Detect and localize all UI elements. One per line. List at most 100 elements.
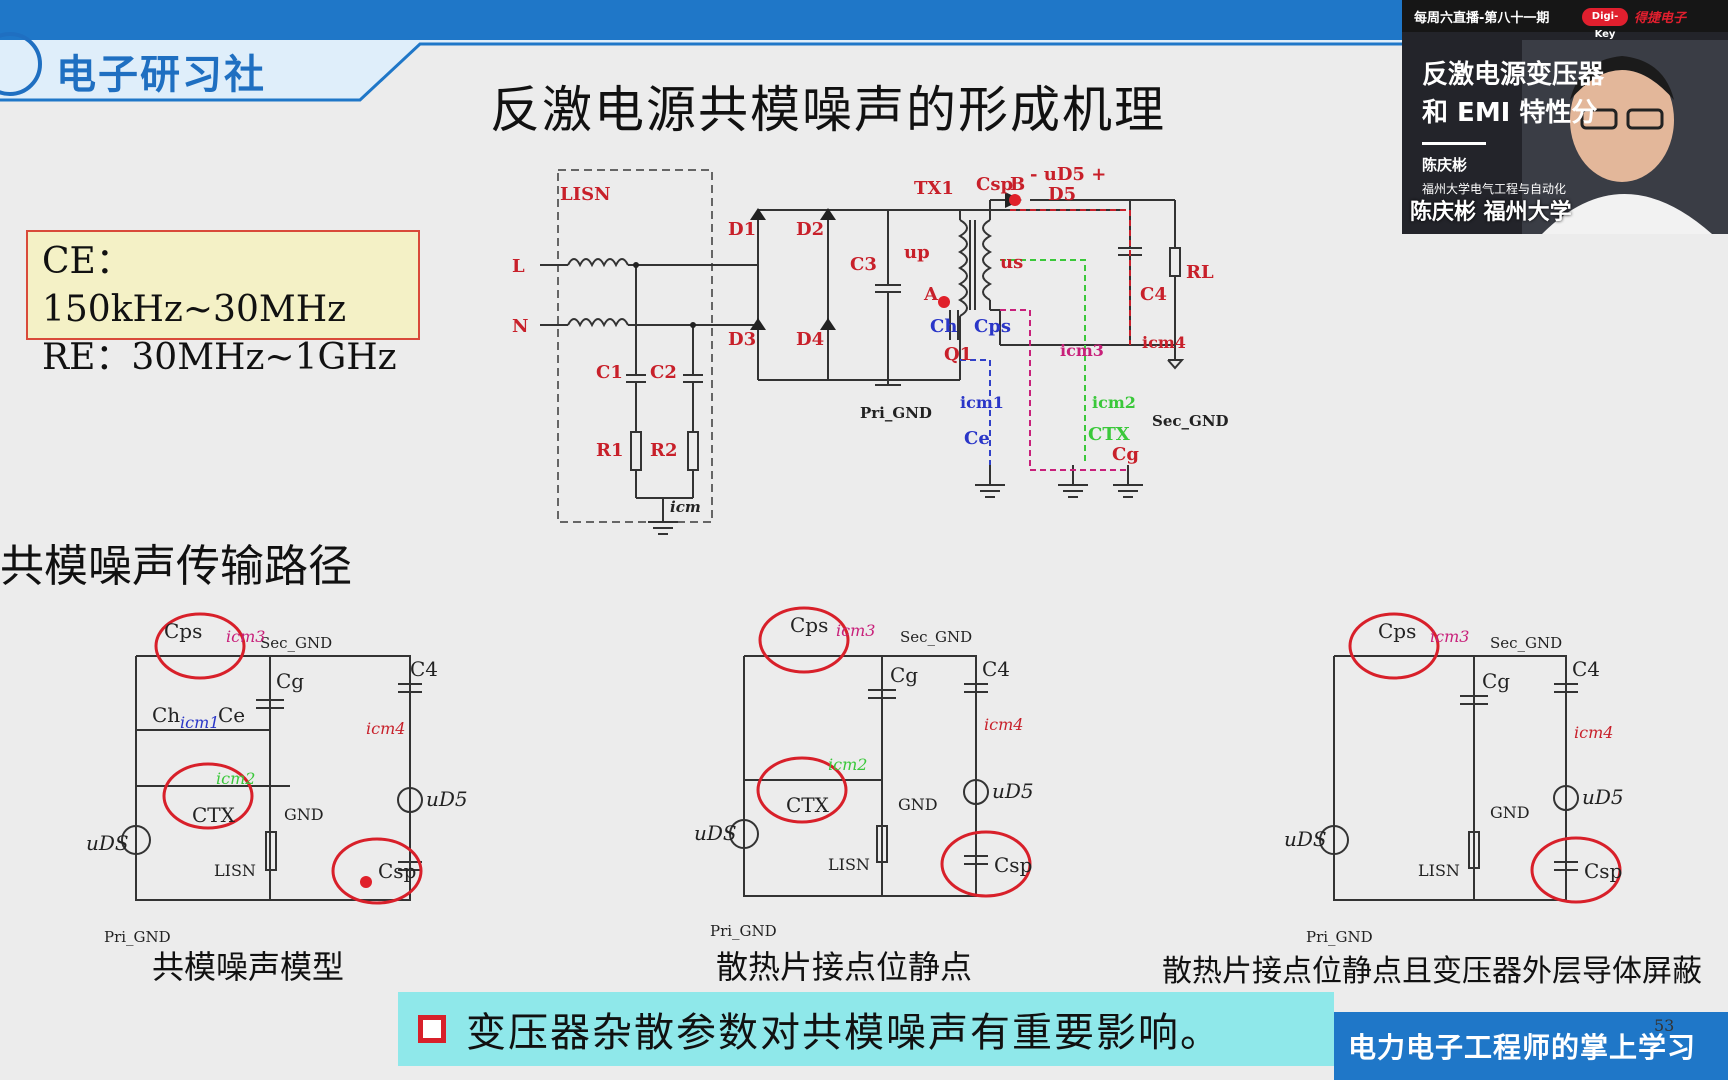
svg-text:GND: GND: [898, 795, 938, 814]
standards-box: CE：150kHz~30MHz RE：30MHz~1GHz: [26, 230, 420, 378]
key-note-bar: 变压器杂散参数对共模噪声有重要影响。: [398, 992, 1334, 1066]
svg-text:C4: C4: [1572, 657, 1600, 681]
svg-text:D4: D4: [796, 329, 824, 350]
svg-text:icm2: icm2: [1092, 393, 1136, 412]
transformer-secondary: [982, 219, 993, 301]
svg-text:uDS: uDS: [1284, 827, 1327, 851]
highlight-csp: [331, 837, 423, 905]
svg-text:icm3: icm3: [226, 627, 265, 646]
lisn-box: [557, 169, 713, 523]
header-line: [0, 42, 1420, 102]
bullet-square-icon: [418, 1015, 446, 1043]
svg-text:Pri_GND: Pri_GND: [1306, 928, 1373, 946]
svg-text:Ce: Ce: [218, 703, 245, 727]
svg-text:N: N: [512, 316, 528, 337]
flyback-circuit-diagram: LISN L N D1 D2 D3 D4 C1 C2 R1 R2 C3 TX1 …: [512, 164, 1229, 535]
svg-text:Sec_GND: Sec_GND: [900, 628, 972, 646]
slide-title: 反激电源共模噪声的形成机理: [490, 81, 1166, 139]
svg-text:icm4: icm4: [984, 715, 1023, 734]
cm-noise-model-diagram: Cps Cg C4 Ch Ce CTX GND LISN uDS uD5 Csp…: [86, 612, 468, 946]
svg-text:D3: D3: [728, 329, 756, 350]
svg-text:Q1: Q1: [944, 344, 972, 365]
logo-text: 电子研习社: [56, 52, 266, 98]
svg-text:GND: GND: [284, 805, 324, 824]
icm2-path: [1000, 259, 1086, 465]
standard-ce: CE：150kHz~30MHz: [42, 241, 347, 330]
svg-text:Cps: Cps: [790, 613, 828, 637]
svg-text:icm3: icm3: [836, 621, 875, 640]
svg-text:CTX: CTX: [786, 793, 830, 817]
svg-text:C4: C4: [410, 657, 438, 681]
live-label: 每周六直播-第八十一期: [1414, 11, 1550, 26]
svg-text:uD5: uD5: [1582, 785, 1624, 809]
svg-text:C3: C3: [850, 254, 877, 275]
inductor-l: [567, 258, 629, 268]
node-b: [1009, 194, 1021, 206]
svg-text:Ch: Ch: [152, 703, 180, 727]
svg-text:Ce: Ce: [964, 428, 990, 449]
caption-heatsink-shielded: 散热片接点位静点且变压器外层导体屏蔽: [1162, 954, 1702, 989]
svg-text:D1: D1: [728, 219, 756, 240]
svg-text:CTX: CTX: [1088, 424, 1130, 445]
svg-text:A: A: [923, 284, 939, 305]
brand-name: 得捷电子: [1634, 11, 1687, 26]
svg-text:Cg: Cg: [1482, 669, 1510, 693]
icm3-path: [1000, 309, 1128, 471]
svg-text:Cg: Cg: [1112, 444, 1139, 465]
svg-text:Cps: Cps: [1378, 619, 1416, 643]
webcam-title: 反激电源变压器 和 EMI 特性分: [1422, 60, 1605, 128]
svg-text:uDS: uDS: [86, 831, 129, 855]
svg-text:icm2: icm2: [216, 769, 255, 788]
svg-text:C2: C2: [650, 362, 677, 383]
svg-text:icm3: icm3: [1430, 627, 1469, 646]
svg-text:R2: R2: [650, 440, 677, 461]
diode-d4: [820, 318, 836, 330]
svg-text:Sec_GND: Sec_GND: [1490, 634, 1562, 652]
diode-d2: [820, 208, 836, 220]
diode-d3: [750, 318, 766, 330]
icm1-path: [960, 359, 991, 465]
cursor-dot: [360, 876, 372, 888]
transformer-primary: [957, 219, 968, 317]
standard-re: RE：30MHz~1GHz: [42, 337, 397, 378]
svg-text:Csp: Csp: [976, 174, 1013, 195]
svg-text:Pri_GND: Pri_GND: [710, 922, 777, 940]
svg-text:R1: R1: [596, 440, 623, 461]
header-light-band: [0, 40, 1420, 100]
svg-text:LISN: LISN: [828, 855, 870, 874]
footer-text: 电力电子工程师的掌上学习: [1348, 1031, 1697, 1064]
svg-text:Csp: Csp: [1584, 859, 1622, 883]
svg-text:C1: C1: [596, 362, 623, 383]
highlight-cps: [154, 612, 246, 680]
section-title: 共模噪声传输路径: [0, 541, 352, 592]
webcam-separator: [1422, 142, 1486, 145]
caption-heatsink-static: 散热片接点位静点: [716, 948, 973, 986]
svg-text:Ch: Ch: [930, 316, 957, 337]
svg-text:C4: C4: [1140, 284, 1167, 305]
svg-text:L: L: [512, 256, 525, 277]
svg-text:Pri_GND: Pri_GND: [860, 404, 932, 422]
heatsink-shielded-diagram: Cps Cg C4 GND LISN uDS uD5 Csp Sec_GND P…: [1284, 612, 1624, 946]
digikey-logo: Digi-Key: [1582, 8, 1628, 40]
inductor-n: [567, 318, 629, 328]
svg-text:LISN: LISN: [1418, 861, 1460, 880]
svg-text:TX1: TX1: [914, 178, 954, 199]
svg-text:- uD5 +: - uD5 +: [1030, 164, 1106, 185]
webcam-top-bar: [1402, 0, 1728, 32]
header-blue-strip: [0, 0, 1420, 40]
svg-text:icm: icm: [670, 498, 701, 516]
webcam-overlay: 每周六直播-第八十一期 Digi-Key 得捷电子 反激电源变压器 和 EMI …: [1402, 0, 1728, 234]
node-a: [938, 296, 950, 308]
speaker-org: 福州大学电气工程与自动化: [1422, 182, 1567, 196]
footer-strip: [1334, 1012, 1728, 1080]
svg-text:B: B: [1010, 174, 1025, 195]
svg-text:Pri_GND: Pri_GND: [104, 928, 171, 946]
svg-text:uDS: uDS: [694, 821, 737, 845]
svg-text:GND: GND: [1490, 803, 1530, 822]
svg-text:uD5: uD5: [992, 779, 1034, 803]
label-lisn: LISN: [560, 184, 611, 205]
svg-text:Csp: Csp: [994, 853, 1032, 877]
heatsink-static-diagram: Cps Cg C4 CTX GND LISN uDS uD5 Csp Sec_G…: [694, 606, 1034, 940]
svg-text:Cg: Cg: [890, 663, 918, 687]
